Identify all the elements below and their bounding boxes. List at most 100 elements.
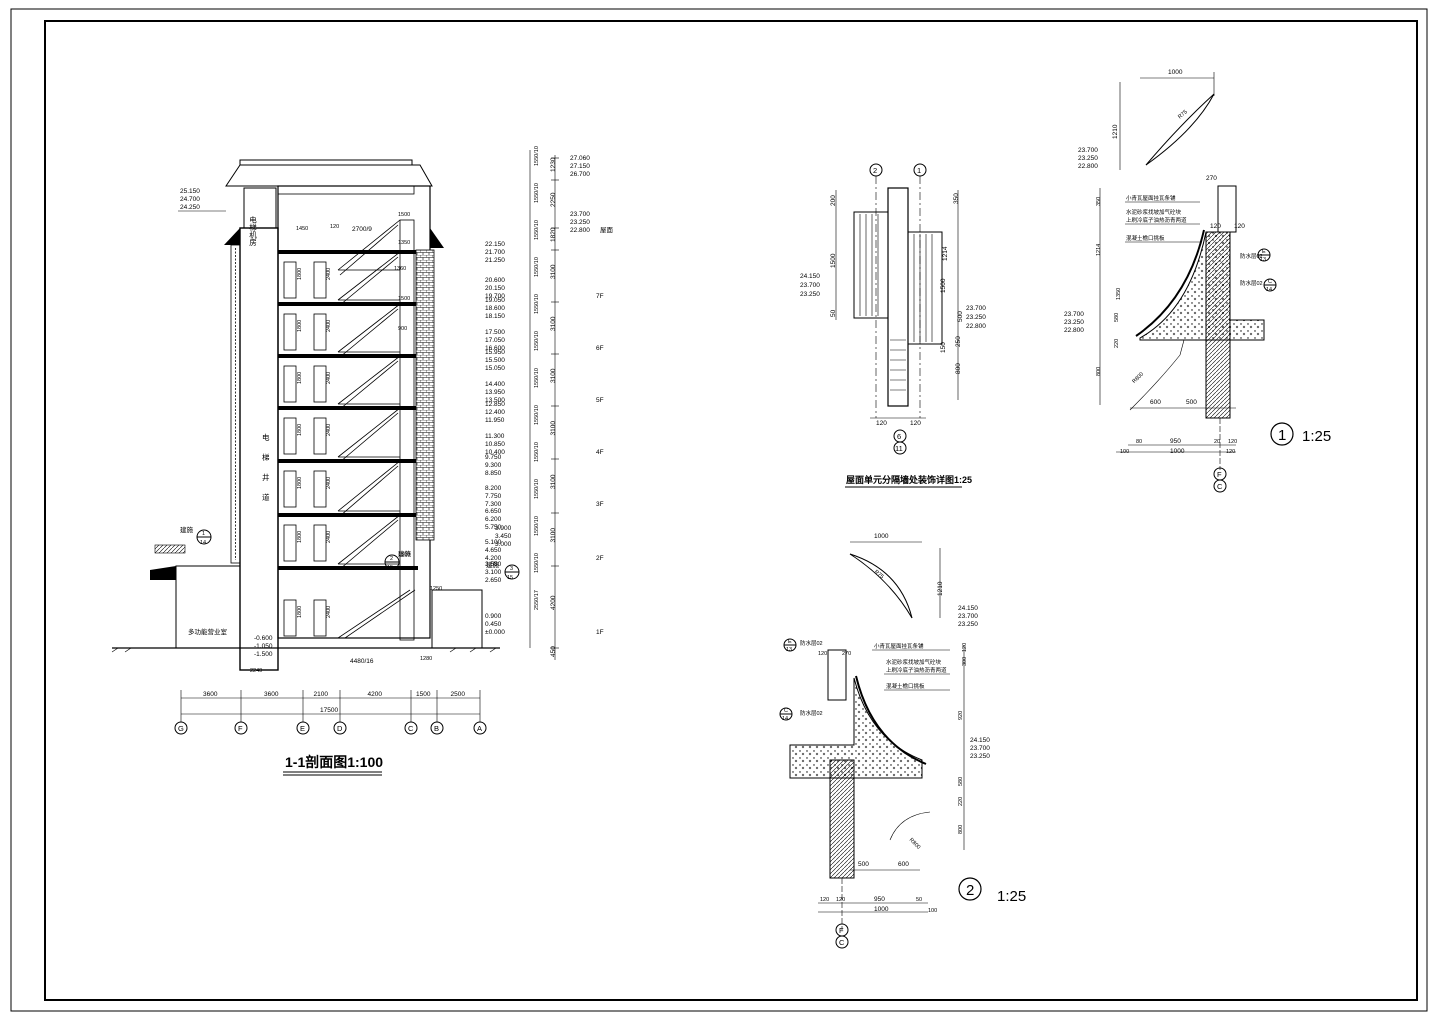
svg-text:500: 500	[957, 311, 964, 322]
svg-text:1210: 1210	[1112, 124, 1119, 139]
svg-text:E: E	[1262, 249, 1266, 255]
svg-text:23.700: 23.700	[1078, 147, 1098, 154]
left-elev-0: 25.150	[180, 188, 200, 195]
floor-elev-value: 20.150	[485, 285, 505, 292]
floor-tag: 屋面	[600, 226, 614, 234]
shaft-char-2: 井	[262, 472, 270, 482]
floor-elev-value: ±0.000	[485, 629, 505, 636]
svg-text:建施: 建施	[486, 560, 500, 569]
right-dim: 2250	[550, 192, 557, 207]
right-dim: 3100	[550, 316, 557, 331]
svg-text:350: 350	[1096, 197, 1102, 206]
svg-text:15: 15	[387, 565, 393, 571]
svg-text:500: 500	[858, 861, 869, 868]
svg-text:120: 120	[820, 897, 829, 903]
door-dim: 1800	[297, 606, 303, 618]
svg-text:小青瓦屋面挂瓦条铺: 小青瓦屋面挂瓦条铺	[874, 642, 924, 650]
svg-text:50: 50	[830, 309, 837, 317]
floor-elev-value: 21.700	[485, 249, 505, 256]
bottom-dim: 3600	[264, 691, 279, 698]
svg-text:防水层02: 防水层02	[800, 709, 823, 717]
svg-text:24.150: 24.150	[958, 605, 978, 612]
svg-text:120: 120	[910, 420, 921, 427]
floor-tag: 1F	[596, 629, 604, 636]
door-dim: 2400	[326, 268, 332, 280]
stair-flights	[337, 219, 416, 639]
svg-text:1000: 1000	[874, 533, 889, 540]
svg-text:F: F	[839, 926, 844, 935]
stair-top-dim: 2700/9	[352, 226, 372, 233]
stair-dim: 1550/10	[534, 257, 540, 277]
svg-text:R800: R800	[1131, 371, 1145, 385]
svg-text:24.150: 24.150	[800, 273, 820, 280]
door-dim: 2400	[326, 531, 332, 543]
stair-dimension-chain: 1550/10 1550/10 1550/10 1550/10 1550/10 1550/…	[529, 146, 540, 648]
detail-1-scale: 1:25	[1302, 428, 1331, 445]
detail-1: 1000 1210 R75 23.700 23.250 22.800 350 1…	[1064, 69, 1331, 493]
right-dim: 450	[550, 646, 557, 657]
svg-text:23.250: 23.250	[1078, 155, 1098, 162]
axis-bubble	[430, 721, 444, 735]
door-dim: 1800	[297, 477, 303, 489]
svg-text:220: 220	[1114, 339, 1120, 348]
floor-elev-value: 3.550	[485, 561, 502, 568]
svg-text:1214: 1214	[1096, 244, 1102, 256]
floor-elev-value: 0.900	[485, 613, 502, 620]
brick-facade	[415, 249, 435, 541]
svg-text:1: 1	[917, 166, 921, 175]
svg-text:1350: 1350	[1116, 288, 1122, 300]
floor-elev-value: 9.300	[485, 462, 502, 469]
stair-dim: 1550/10	[534, 405, 540, 425]
floor-tag: 6F	[596, 345, 604, 352]
floor-elev-value: 15.050	[485, 365, 505, 372]
stair-dim: 1550/10	[534, 183, 540, 203]
floor-elev-value: 7.300	[485, 501, 502, 508]
misc-dim: 1360	[394, 266, 406, 272]
misc-dim: 1350	[398, 240, 410, 246]
floor-elev-value: 21.250	[485, 257, 505, 264]
floor-elev-value: 10.400	[485, 449, 505, 456]
svg-text:800: 800	[955, 363, 962, 374]
svg-text:R75: R75	[1177, 109, 1189, 120]
floor-elev-value: 9.750	[485, 454, 502, 461]
door-dim: 2400	[326, 477, 332, 489]
section-1-1: 电梯机房 电 梯 井 道	[111, 146, 614, 776]
floor-elev-value: 23.700	[570, 211, 590, 218]
floor-elev-value: 15.950	[485, 349, 505, 356]
left-eave	[224, 228, 240, 245]
misc-dim: 1450	[296, 226, 308, 232]
floor-elev-value: 5.750	[485, 524, 502, 531]
floor-elev-value: 8.850	[485, 470, 502, 477]
svg-text:800: 800	[958, 825, 964, 834]
detail-2-marker	[958, 877, 982, 901]
misc-dim: 1500	[398, 212, 410, 218]
right-dim: 1230	[550, 157, 557, 172]
outer-border	[10, 8, 1428, 1012]
floor-elev-value: 12.850	[485, 401, 505, 408]
floor-elev-value: 16.600	[485, 345, 505, 352]
svg-text:防水层02: 防水层02	[1240, 279, 1263, 287]
svg-text:1500: 1500	[830, 253, 837, 268]
svg-text:950: 950	[1170, 438, 1181, 445]
floor-elev-value: 6.200	[485, 516, 502, 523]
stair-dim: 1550/10	[534, 146, 540, 166]
detail-parapet: 2 1 200 1500 50 350 1214 1500 500 150 25…	[800, 163, 986, 488]
base-elev-1: -1.050	[254, 643, 273, 650]
svg-text:23.250: 23.250	[800, 291, 820, 298]
svg-text:50: 50	[916, 897, 922, 903]
stair-dim: 1550/10	[534, 516, 540, 536]
floor-tag: 4F	[596, 449, 604, 456]
door-dim: 1800	[297, 320, 303, 332]
svg-text:3: 3	[510, 566, 513, 572]
svg-text:11: 11	[895, 444, 903, 453]
svg-text:6: 6	[897, 432, 901, 441]
floor-elev-value: 12.400	[485, 409, 505, 416]
svg-text:600: 600	[898, 861, 909, 868]
stair-dim: 1550/10	[534, 479, 540, 499]
svg-text:23.250: 23.250	[958, 621, 978, 628]
right-eave	[430, 228, 444, 248]
svg-text:23.700: 23.700	[958, 613, 978, 620]
svg-text:22.800: 22.800	[966, 323, 986, 330]
